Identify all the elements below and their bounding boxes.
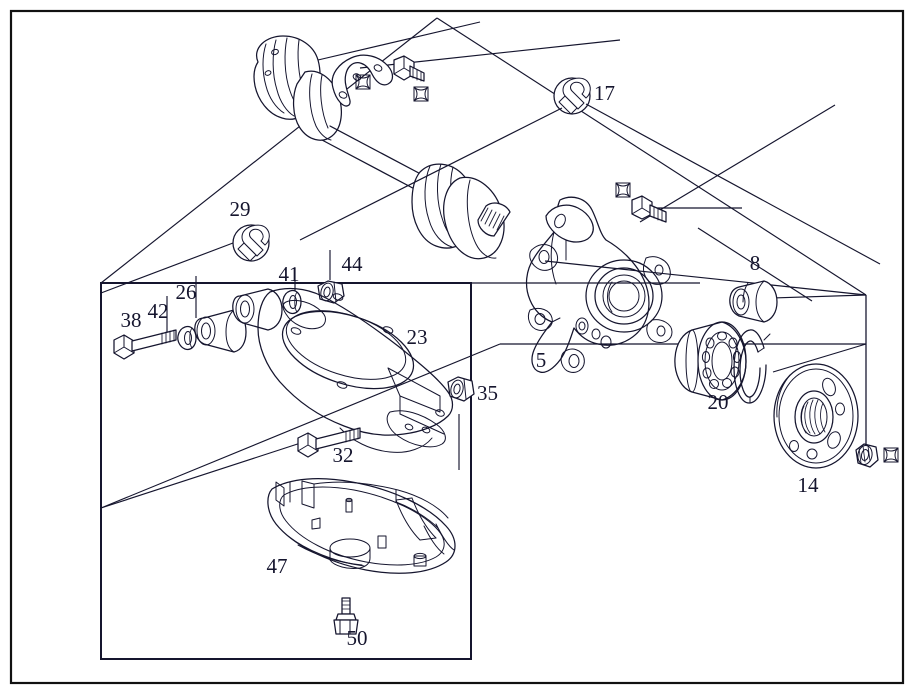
callout-label-41: 41 xyxy=(279,262,300,286)
hex-nut-44 xyxy=(317,280,345,304)
callout-label-32: 32 xyxy=(333,443,354,467)
callout-label-29: 29 xyxy=(230,197,251,221)
callout-label-17: 17 xyxy=(594,81,615,105)
stud-bolt-50 xyxy=(333,597,359,635)
callout-label-35: 35 xyxy=(477,381,498,405)
axle-nut xyxy=(855,443,879,468)
washer-42 xyxy=(177,325,197,351)
retaining-snap-ring xyxy=(733,329,771,404)
lower-control-arm-23 xyxy=(232,287,454,453)
callout-label-42: 42 xyxy=(148,299,169,323)
hex-nut-35 xyxy=(447,376,475,402)
callout-label-14: 14 xyxy=(798,473,820,497)
callout-label-44: 44 xyxy=(342,252,364,276)
tightening-torque-star-symbol-3 xyxy=(615,182,631,198)
hex-bolt-32 xyxy=(297,427,361,458)
tightening-torque-star-symbol-4 xyxy=(883,447,899,463)
wheel-bearing-20 xyxy=(674,321,747,401)
torque-wrench-symbol-17 xyxy=(553,77,591,115)
steering-knuckle-5 xyxy=(525,196,673,374)
drive-shaft-assembly xyxy=(253,35,511,260)
diagram-outer-border xyxy=(9,9,905,685)
tightening-torque-star-symbol-1 xyxy=(355,74,371,90)
hex-bolt-knuckle xyxy=(631,195,667,223)
abs-sensor-ring-bracket xyxy=(331,54,394,107)
tightening-torque-star-symbol-2 xyxy=(413,86,429,102)
callout-label-47: 47 xyxy=(267,554,288,578)
spring-seat-cover-47 xyxy=(267,478,456,574)
callout-label-20: 20 xyxy=(708,390,729,414)
diagram-inner-group-box xyxy=(100,282,472,660)
callout-label-50: 50 xyxy=(347,626,368,650)
hex-bolt-38 xyxy=(113,329,177,360)
torque-wrench-symbol-29 xyxy=(232,224,270,262)
hex-bolt-upper xyxy=(393,55,425,82)
callout-label-23: 23 xyxy=(407,325,428,349)
callout-label-8: 8 xyxy=(750,251,761,275)
wheel-hub-flange-14 xyxy=(773,363,859,469)
callout-label-26: 26 xyxy=(176,280,197,304)
rubber-bushing-8 xyxy=(729,280,778,323)
callout-label-38: 38 xyxy=(121,308,142,332)
callout-label-5: 5 xyxy=(536,348,547,372)
washer-41 xyxy=(282,289,302,315)
